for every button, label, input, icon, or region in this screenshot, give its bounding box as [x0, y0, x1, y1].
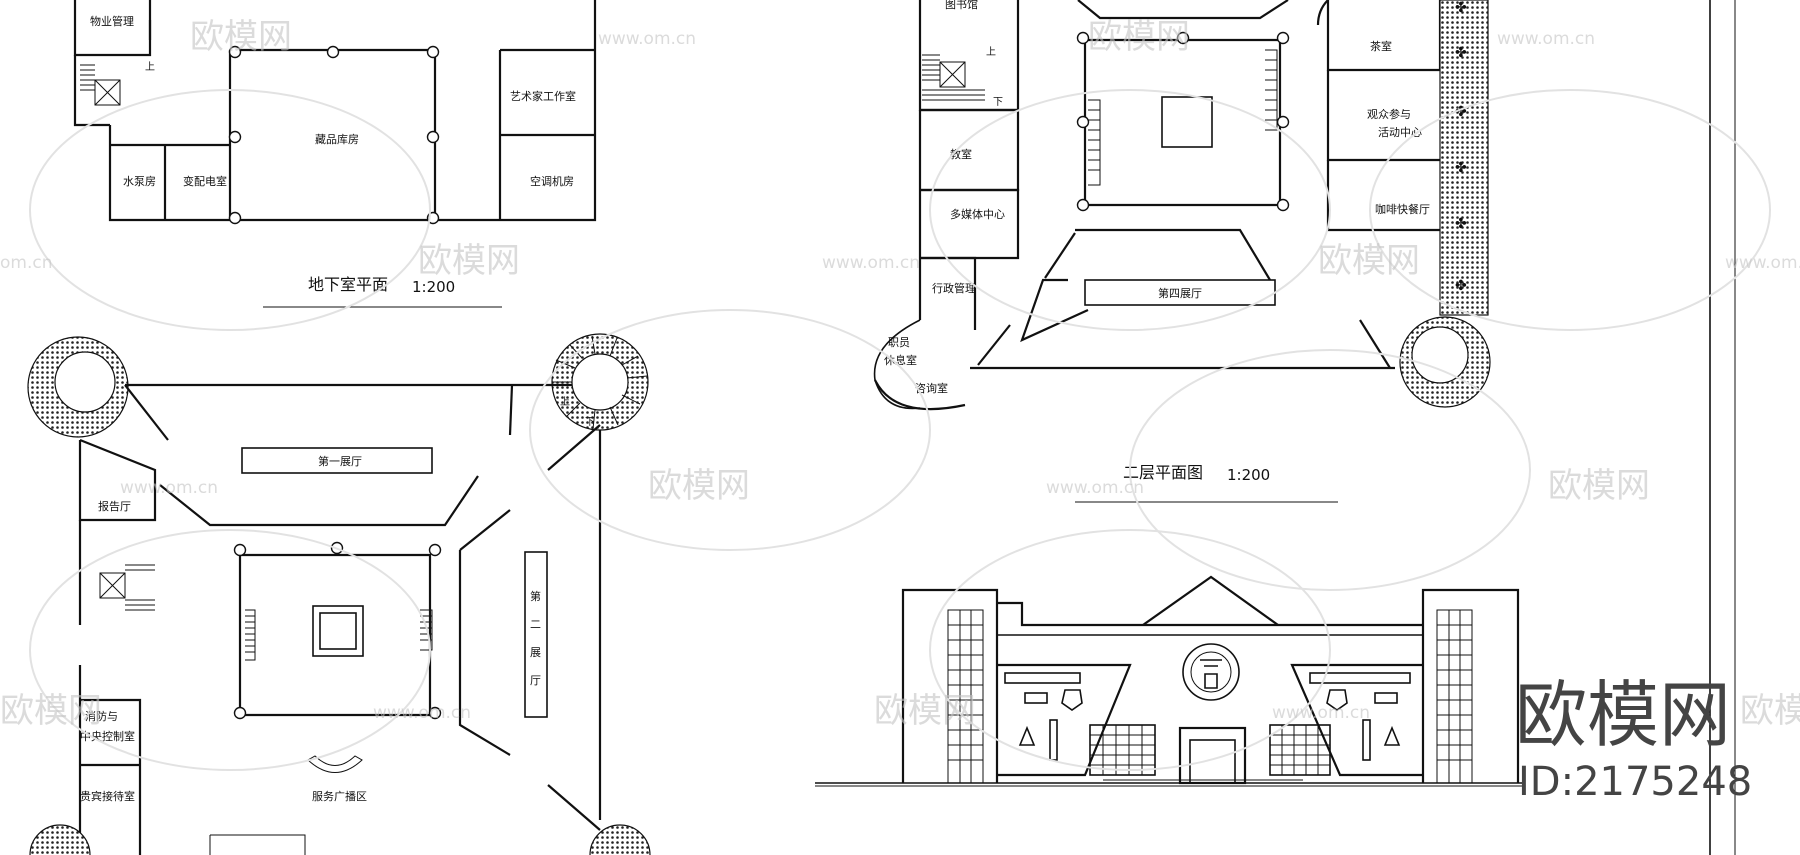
vip-label: 贵宾接待室	[80, 789, 135, 803]
svg-text:✤: ✤	[1455, 45, 1467, 61]
fire-label: 消防与	[85, 709, 118, 723]
watermark-url-8: www.om.cn	[373, 703, 471, 723]
stair-down-label-1f: 下	[585, 417, 595, 428]
watermark-url-7: www.om.cn	[1046, 478, 1144, 498]
watermark-url-2: www.om.cn	[1497, 29, 1595, 49]
staff-label-1: 职员	[888, 336, 910, 349]
tea-label: 茶室	[1370, 39, 1392, 53]
room-label-property: 物业管理	[90, 14, 134, 28]
basement-scale: 1:200	[412, 278, 455, 296]
watermark-url-5: www.om.cn	[1725, 253, 1800, 273]
stair-up-label-2f: 上	[986, 46, 996, 58]
hall2-label-2: 二	[530, 618, 541, 631]
room-label-studio: 艺术家工作室	[510, 89, 576, 103]
hall1-label: 第一展厅	[318, 454, 362, 468]
watermark-url-3: om.cn	[0, 253, 53, 273]
column-symbols: ✤ ✤ ✤ ✤ ✤ ✤	[1455, 0, 1467, 294]
second-floor-scale: 1:200	[1227, 466, 1270, 484]
watermark-logo-4: 欧模网	[1318, 241, 1420, 281]
basement-title: 地下室平面	[308, 275, 388, 294]
watermark-logo-1: 欧模网	[190, 17, 292, 57]
brand-id-text: ID:2175248	[1518, 759, 1752, 805]
hall4-label: 第四展厅	[1158, 286, 1202, 300]
first-floor-plan: 第一展厅 第 二 展 厅 报告厅 消防与 中央控制室 贵宾接待室 服务广播区 上…	[27, 333, 651, 855]
fire-label-2: 中央控制室	[80, 729, 135, 743]
hall2-label-3: 展	[530, 646, 541, 659]
brand-logo-text: 欧模网	[1515, 673, 1731, 757]
watermark-url-6: www.om.cn	[120, 478, 218, 498]
svg-text:✤: ✤	[1455, 216, 1467, 232]
hall2-label-1: 第	[530, 589, 541, 603]
watermark-url-4: www.om.cn	[822, 253, 920, 273]
svg-text:✤: ✤	[1455, 278, 1467, 294]
watermark-logo-9: 欧模网	[1740, 691, 1800, 731]
front-elevation	[815, 575, 1525, 787]
room-label-pump: 水泵房	[123, 175, 156, 188]
library-label: 图书馆	[945, 0, 978, 11]
watermark-url-9: www.om.cn	[1272, 703, 1370, 723]
svg-text:✤: ✤	[1455, 160, 1467, 176]
basement-plan: 物业管理 藏品库房 艺术家工作室 水泵房 变配电室 空调机房 上 地下室平面 1…	[73, 0, 597, 308]
second-floor-plan: ✤ ✤ ✤ ✤ ✤ ✤ 第四展厅 图书馆 教室 多媒体中心 行政管理 职员 休息…	[873, 0, 1491, 503]
service-label: 服务广播区	[312, 789, 367, 803]
watermark-logo-8: 欧模网	[874, 691, 976, 731]
stair-up-label-1f: 上	[560, 396, 570, 408]
hall2-label-4: 厅	[530, 674, 541, 687]
admin-label: 行政管理	[932, 281, 976, 295]
brand-mark: 欧模网 ID:2175248	[1515, 673, 1752, 805]
svg-text:✤: ✤	[1455, 0, 1467, 16]
watermark-layer: 欧模网 www.om.cn 欧模网 www.om.cn om.cn 欧模网 ww…	[0, 17, 1800, 771]
watermark-logo-6: 欧模网	[1548, 466, 1650, 506]
room-label-power: 变配电室	[183, 174, 227, 188]
activity-label-1: 观众参与	[1367, 107, 1411, 121]
report-label: 报告厅	[98, 499, 131, 513]
stair-up-label: 上	[145, 61, 155, 73]
room-label-storage: 藏品库房	[315, 133, 359, 146]
stair-down-label-2f: 下	[993, 97, 1003, 108]
second-floor-title: 二层平面图	[1123, 463, 1203, 482]
room-label-hvac: 空调机房	[530, 174, 574, 188]
consult-label: 咨询室	[915, 381, 948, 395]
watermark-logo-3: 欧模网	[418, 241, 520, 281]
watermark-logo-5: 欧模网	[648, 466, 750, 506]
watermark-logo-2: 欧模网	[1088, 17, 1190, 57]
watermark-logo-7: 欧模网	[0, 691, 102, 731]
activity-label-2: 活动中心	[1378, 126, 1422, 139]
staff-label-2: 休息室	[884, 353, 917, 367]
cafe-label: 咖啡快餐厅	[1375, 202, 1430, 216]
watermark-url-1: www.om.cn	[598, 29, 696, 49]
multimedia-label: 多媒体中心	[950, 207, 1005, 221]
